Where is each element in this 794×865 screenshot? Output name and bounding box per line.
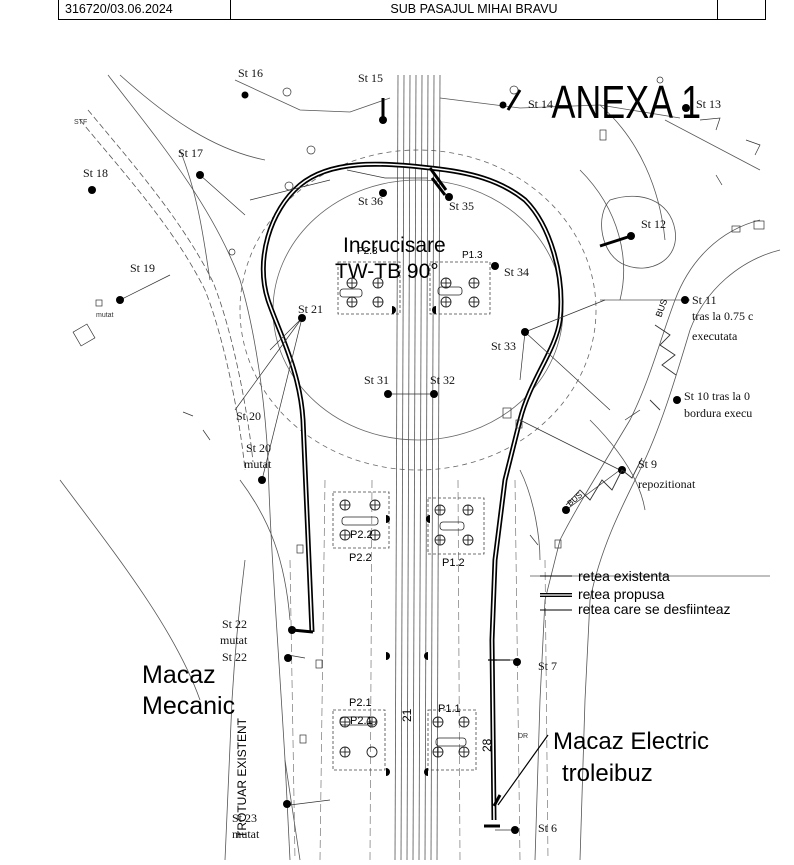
location-title: SUB PASAJUL MIHAI BRAVU (231, 0, 718, 19)
station-12-label: St 12 (641, 217, 666, 231)
bus-bay-zigzag (565, 324, 677, 506)
pole-symbols (339, 277, 480, 758)
legend-removed: retea care se desfiinteaz (578, 601, 731, 617)
pole-p13-label: P1.3 (462, 250, 483, 261)
legend-existing: retea existenta (578, 568, 670, 584)
pole-p12-label: P1.2 (442, 557, 465, 569)
station-19-label: St 19 (130, 261, 155, 275)
pole-p21-label: P2.1 (349, 697, 372, 709)
mechanical-switch-line2: Mecanic (142, 692, 235, 720)
station-22-label: St 22 (222, 617, 247, 631)
misc-symbols (72, 76, 765, 744)
electric-switch-line2: troleibuz (562, 760, 653, 787)
crossing-label-line1: Incrucisare (343, 234, 446, 257)
annex-title: ANEXA 1 (551, 77, 701, 128)
station-31-label: St 31 (364, 373, 389, 387)
station-36-label: St 36 (358, 194, 383, 208)
station-10-note: bordura execu (684, 406, 752, 420)
station-9-label: St 9 (638, 457, 657, 471)
legend-proposed: retea propusa (578, 586, 665, 602)
station-23-label: St 23 (232, 811, 257, 825)
dimension-21: 21 (400, 708, 414, 722)
station-7-label: St 7 (538, 659, 557, 673)
station-17-label: St 17 (178, 146, 203, 160)
station-22b-label: St 22 (222, 650, 247, 664)
pole-p22b-label: P2.2 (349, 552, 372, 564)
dimension-28: 28 (480, 738, 494, 752)
pole-p21b-label: P2.1 (350, 715, 373, 727)
station-34-label: St 34 (504, 265, 529, 279)
stop-markers (386, 306, 436, 776)
station-13-label: St 13 (696, 97, 721, 111)
document-number: 316720/03.06.2024 (59, 0, 231, 19)
leader-lines (119, 169, 621, 831)
station-20-label: St 20 (236, 409, 261, 423)
header-table: 316720/03.06.2024 SUB PASAJUL MIHAI BRAV… (58, 0, 766, 20)
station-9-note: repozitionat (638, 477, 696, 491)
electric-switch-pointer (497, 734, 549, 806)
station-11-note1: tras la 0.75 c (692, 309, 753, 323)
mutat-marker: mutat (96, 312, 114, 319)
station-32-label: St 32 (430, 373, 455, 387)
cable-symbols (339, 286, 467, 747)
pole-p22-label: P2.2 (350, 529, 373, 541)
station-18-label: St 18 (83, 166, 108, 180)
station-11-label: St 11 (692, 293, 717, 307)
pole-platforms (332, 261, 491, 771)
sidewalk-label: TROTUAR EXISTENT (235, 717, 249, 838)
pole-p23-label: P2.3 (357, 246, 378, 257)
station-35-label: St 35 (449, 199, 474, 213)
dr-marker: DR (518, 733, 528, 740)
mechanical-switch-line1: Macaz (142, 661, 216, 689)
legend-lines (530, 575, 770, 611)
tram-tracks (394, 74, 441, 861)
station-21-label: St 21 (298, 302, 323, 316)
station-14-label: St 14 (528, 97, 553, 111)
station-23-note: mutat (232, 827, 260, 841)
station-10-label: St 10 tras la 0 (684, 389, 750, 403)
electric-switch-line1: Macaz Electric (553, 728, 709, 755)
station-11-note2: executata (692, 329, 738, 343)
pole-p11-label: P1.1 (438, 703, 461, 715)
station-33-label: St 33 (491, 339, 516, 353)
crossing-label-line2: TW-TB 90° (335, 260, 439, 283)
station-20b-note: mutat (244, 457, 272, 471)
station-dots (88, 91, 690, 834)
station-20b-label: St 20 (246, 441, 271, 455)
bus-stop-label: BUS (654, 298, 670, 319)
stf-marker: STF (74, 119, 87, 126)
station-16-label: St 16 (238, 66, 263, 80)
pole-stubs (291, 89, 632, 828)
station-22-note: mutat (220, 633, 248, 647)
station-15-label: St 15 (358, 71, 383, 85)
station-6-label: St 6 (538, 821, 557, 835)
bus-stop-label-bottom: BUS (566, 490, 584, 507)
